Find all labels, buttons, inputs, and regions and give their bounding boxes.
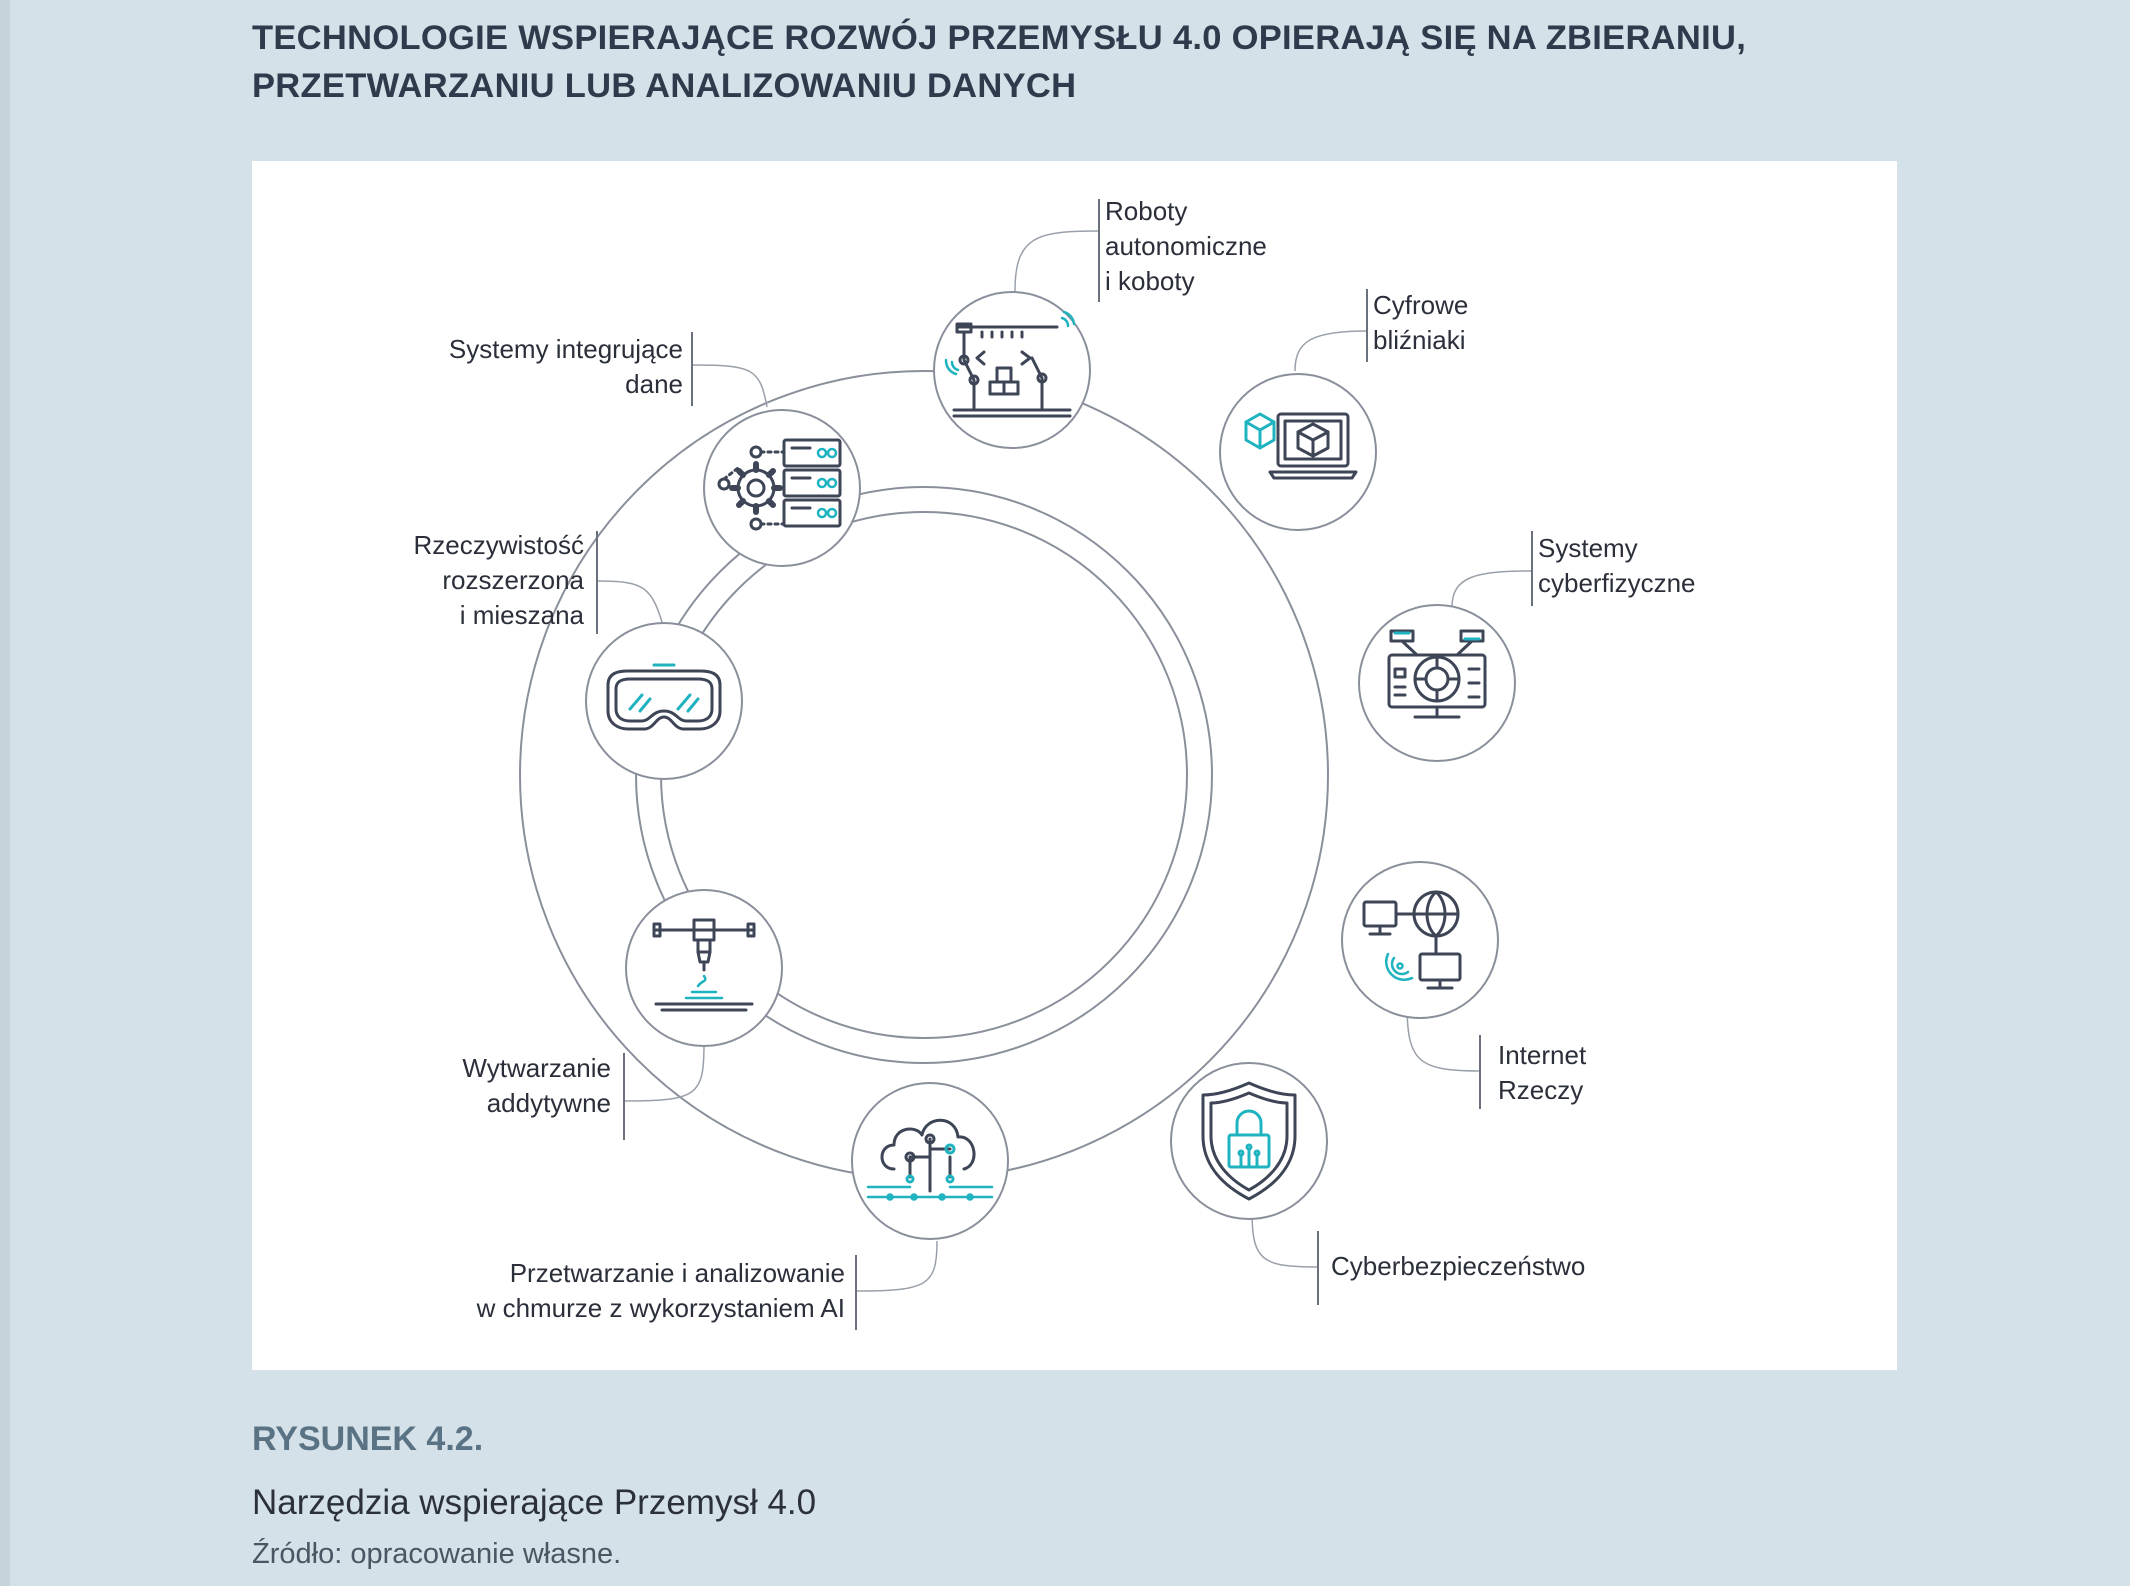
figure-number: RYSUNEK 4.2. [252, 1420, 484, 1458]
connector-ar [596, 580, 665, 630]
label-additive-line-1: Wytwarzanie [462, 1053, 611, 1083]
node-circle-group [585, 291, 1516, 1240]
3d-printer-icon [652, 918, 756, 1012]
connector-roboty [1014, 230, 1100, 292]
label-cps: Systemy cyberfizyczne [1538, 531, 1696, 601]
label-ar-line-1: Rzeczywistość [413, 530, 584, 560]
label-iot: Internet Rzeczy [1498, 1038, 1586, 1108]
label-cloud-line-1: Przetwarzanie i analizowanie [509, 1258, 845, 1288]
figure-title: Narzędzia wspierające Przemysł 4.0 [252, 1483, 817, 1522]
label-ar-line-3: i mieszana [459, 600, 584, 630]
diagram-panel: Roboty autonomiczne i koboty Cyfrowe bli… [252, 161, 1897, 1370]
label-cyfrowe: Cyfrowe bliźniaki [1373, 288, 1468, 358]
label-roboty-line-2: autonomiczne [1105, 231, 1267, 261]
label-iot-line-1: Internet [1498, 1040, 1587, 1070]
label-ar-line-2: rozszerzona [442, 565, 584, 595]
label-ar: Rzeczywistość rozszerzona i mieszana [414, 528, 584, 633]
label-cyfrowe-line-2: bliźniaki [1373, 325, 1466, 355]
left-margin-strip [0, 0, 10, 1586]
connector-cyfrowe [1294, 330, 1368, 372]
figure-source: Źródło: opracowanie własne. [252, 1538, 622, 1570]
vr-headset-icon [606, 663, 722, 731]
cyber-physical-icon [1387, 629, 1487, 719]
technology-ring-diagram [519, 199, 1533, 1330]
iot-network-icon [1362, 890, 1462, 990]
connector-integration [691, 364, 768, 408]
label-cloud: Przetwarzanie i analizowanie w chmurze z… [477, 1256, 845, 1326]
label-integration-line-1: Systemy integrujące [448, 334, 683, 364]
connector-cloud [855, 1240, 938, 1292]
connector-iot [1406, 1002, 1481, 1072]
node-circle-cyfrowe [1219, 373, 1377, 531]
label-cloud-line-2: w chmurze z wykorzystaniem AI [476, 1293, 845, 1323]
label-additive-line-2: addytywne [486, 1088, 611, 1118]
label-security-line-1: Cyberbezpieczeństwo [1331, 1251, 1586, 1281]
label-cps-line-1: Systemy [1538, 533, 1638, 563]
middle-ring [635, 486, 1213, 1064]
label-roboty-line-1: Roboty [1105, 196, 1188, 226]
heading-line-2: PRZETWARZANIU LUB ANALIZOWANIU DANYCH [252, 67, 1077, 105]
label-cyfrowe-line-1: Cyfrowe [1373, 290, 1469, 320]
node-circle-cps [1358, 604, 1516, 762]
label-additive: Wytwarzanie addytywne [462, 1051, 611, 1121]
connector-additive [623, 1043, 705, 1102]
connector-security [1251, 1210, 1319, 1268]
node-circle-ar [585, 622, 743, 780]
digital-twin-icon [1244, 412, 1358, 480]
label-bar-group [596, 199, 1533, 1330]
cloud-ai-icon [866, 1118, 994, 1201]
heading-line-1: TECHNOLOGIE WSPIERAJĄCE ROZWÓJ PRZEMYSŁU… [252, 19, 1747, 57]
label-roboty: Roboty autonomiczne i koboty [1105, 194, 1267, 299]
server-gear-icon [717, 438, 842, 531]
label-roboty-line-3: i koboty [1105, 266, 1195, 296]
label-security: Cyberbezpieczeństwo [1331, 1249, 1585, 1284]
node-circle-security [1170, 1062, 1328, 1220]
node-circle-iot [1341, 861, 1499, 1019]
label-integration-line-2: dane [625, 369, 683, 399]
label-cps-line-2: cyberfizyczne [1538, 568, 1696, 598]
section-heading: TECHNOLOGIE WSPIERAJĄCE ROZWÓJ PRZEMYSŁU… [252, 14, 1952, 110]
connector-cps [1451, 570, 1533, 608]
connector-group [596, 230, 1533, 1292]
label-integration: Systemy integrujące dane [449, 332, 683, 402]
shield-lock-icon [1201, 1081, 1297, 1201]
label-iot-line-2: Rzeczy [1498, 1075, 1584, 1105]
robot-arm-icon [944, 310, 1076, 418]
